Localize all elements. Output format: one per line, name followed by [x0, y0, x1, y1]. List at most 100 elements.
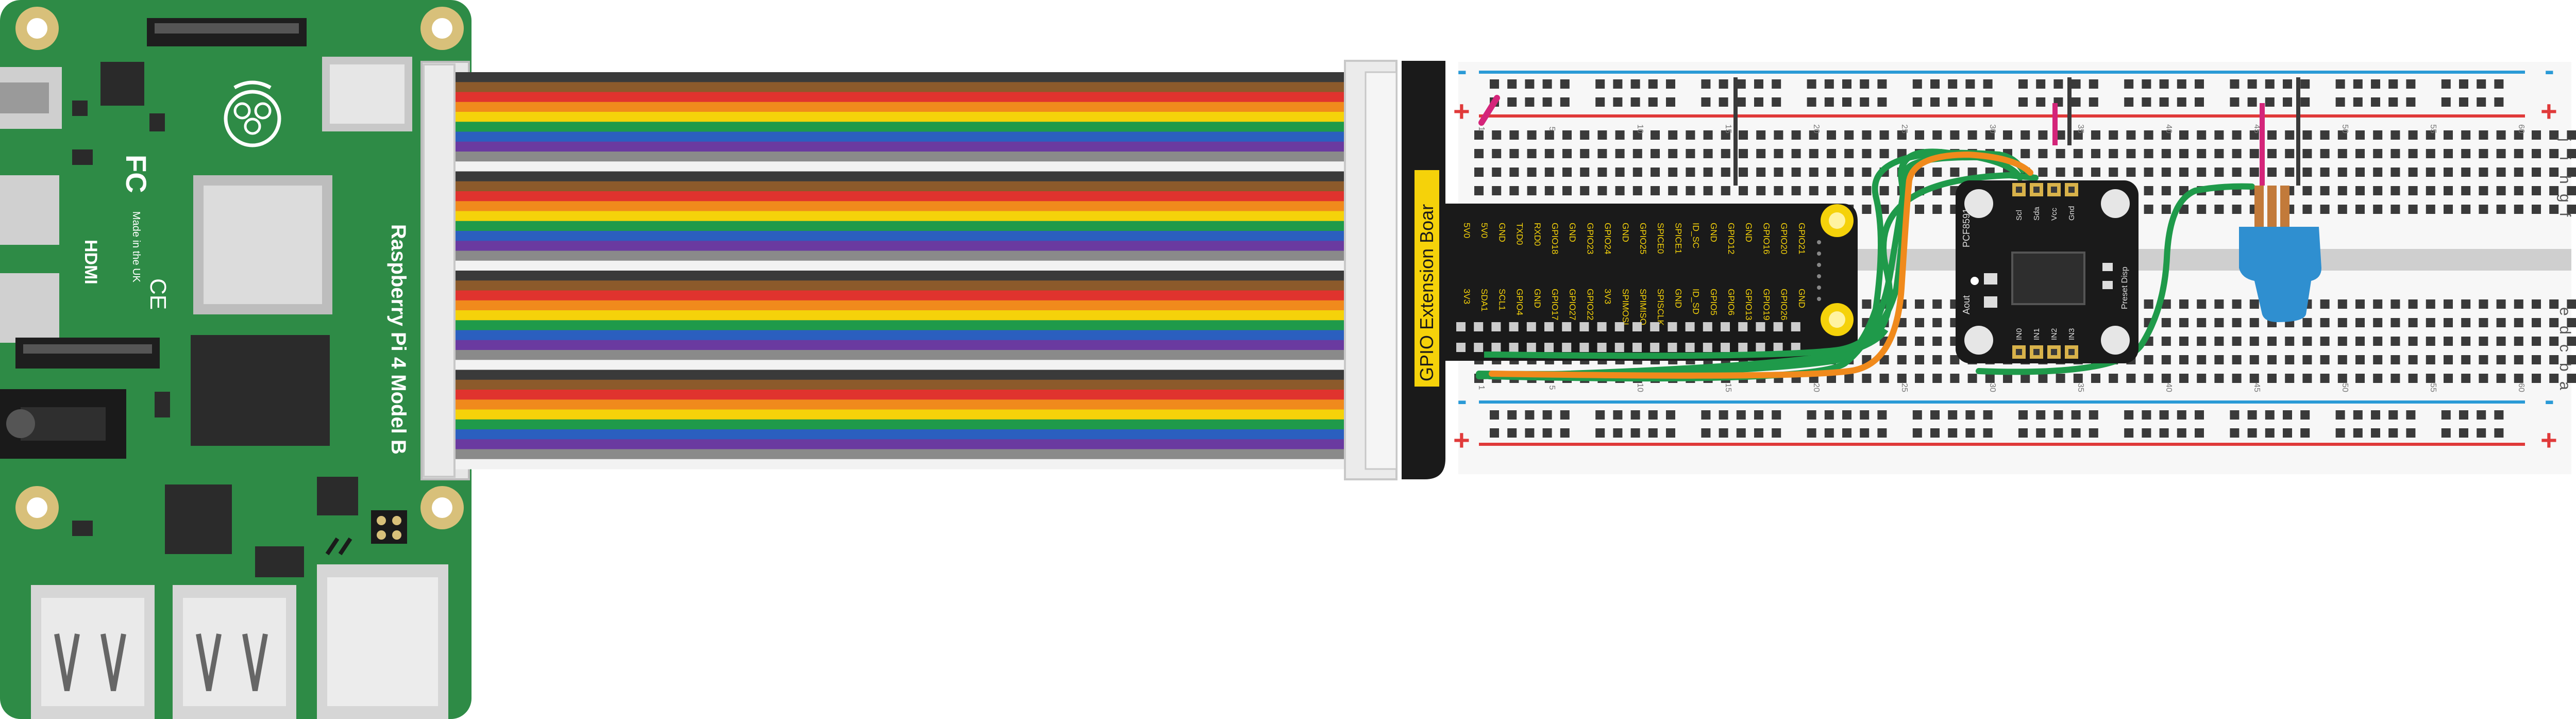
rail-hole	[1877, 97, 1887, 107]
adc-pin-label: Vcc	[2050, 207, 2059, 221]
breadboard-hole	[2426, 205, 2435, 214]
breadboard-hole	[2267, 130, 2277, 140]
breadboard-hole	[2144, 374, 2153, 383]
breadboard-hole	[2408, 355, 2418, 364]
rail-hole	[1666, 79, 1675, 89]
breadboard-hole	[2126, 130, 2136, 140]
rail-hole	[1560, 97, 1570, 107]
gpio-pin	[1668, 322, 1677, 331]
breadboard-hole	[2514, 186, 2523, 195]
breadboard-hole	[1686, 130, 1695, 140]
breadboard-hole	[2214, 149, 2224, 158]
rail-hole	[1842, 410, 1851, 420]
breadboard-hole	[2461, 337, 2471, 346]
rail-hole	[1824, 428, 1834, 438]
rail-hole	[1948, 410, 1958, 420]
rail-hole	[2177, 410, 2186, 420]
breadboard-hole	[2390, 168, 2400, 177]
row-letter: b	[2556, 363, 2573, 372]
ethernet-port	[317, 564, 448, 719]
rail-hole	[1490, 410, 1499, 420]
rail-hole	[1948, 428, 1958, 438]
ribbon-strand	[448, 310, 1350, 321]
breadboard-hole	[2161, 337, 2171, 346]
rail-hole	[1983, 97, 1993, 107]
rail-hole	[2265, 97, 2275, 107]
rail-hole	[1807, 428, 1816, 438]
breadboard-hole	[2496, 299, 2506, 309]
ribbon-strand	[448, 201, 1350, 211]
rail-hole	[2053, 410, 2063, 420]
rail-hole	[1560, 410, 1570, 420]
rail-hole	[1860, 97, 1870, 107]
breadboard-hole	[1580, 168, 1590, 177]
rail-hole	[1736, 79, 1746, 89]
rail-hole	[1877, 79, 1887, 89]
breadboard-hole	[1862, 299, 1872, 309]
gpio-pin-label: GPIO17	[1550, 289, 1560, 320]
rail-hole	[1965, 428, 1975, 438]
column-number: 5	[1547, 127, 1556, 131]
breadboard-hole	[1562, 149, 1572, 158]
ribbon-strand	[448, 102, 1350, 112]
rail-hole	[1719, 428, 1728, 438]
rail-hole	[2018, 97, 2028, 107]
breadboard-hole	[1915, 374, 1924, 383]
breadboard-hole	[1527, 168, 1537, 177]
breadboard-hole	[1791, 186, 1801, 195]
rail-hole	[2089, 97, 2098, 107]
rail-hole	[2477, 79, 2486, 89]
rail-hole	[2283, 97, 2292, 107]
breadboard-hole	[2038, 149, 2048, 158]
breadboard-hole	[2514, 168, 2523, 177]
breadboard-hole	[2549, 168, 2559, 177]
rail-hole	[1842, 97, 1851, 107]
gpio-pin	[1456, 322, 1466, 331]
row-letter: d	[2556, 326, 2573, 335]
breadboard-hole	[1632, 149, 1642, 158]
gpio-board-title: GPIO Extension Boar	[1416, 204, 1437, 381]
rail-hole	[2300, 428, 2310, 438]
column-number: 50	[2341, 383, 2349, 392]
rail-hole	[2353, 410, 2363, 420]
breadboard-hole	[1562, 168, 1572, 177]
rail-hole	[2441, 79, 2451, 89]
rail-hole	[1613, 97, 1623, 107]
breadboard-hole	[1651, 186, 1660, 195]
breadboard-hole	[1844, 374, 1854, 383]
breadboard-hole	[2179, 318, 2188, 327]
breadboard-hole	[2161, 130, 2171, 140]
rail-hole	[2247, 97, 2257, 107]
rail-hole	[1560, 79, 1570, 89]
gpio-pin	[1685, 322, 1695, 331]
rail-hole	[2195, 79, 2204, 89]
ribbon-strand	[448, 211, 1350, 222]
column-number: 45	[2252, 383, 2261, 392]
ribbon-strand	[448, 370, 1350, 380]
rail-hole	[1772, 410, 1781, 420]
breadboard-hole	[2496, 130, 2506, 140]
breadboard-hole	[1474, 149, 1484, 158]
breadboard-hole	[2302, 374, 2312, 383]
gpio-pin-label: TXD0	[1515, 223, 1525, 245]
ribbon-strand	[448, 221, 1350, 231]
gpio-pin	[1597, 343, 1607, 352]
poe-header	[371, 510, 407, 544]
rail-hole	[2371, 428, 2380, 438]
breadboard-hole	[2461, 318, 2471, 327]
rail-hole	[1648, 79, 1658, 89]
breadboard-hole	[2461, 168, 2471, 177]
ribbon-strand	[448, 439, 1350, 449]
gpio-pin-label: 5V0	[1479, 223, 1489, 238]
breadboard-hole	[2496, 186, 2506, 195]
rail-hole	[1965, 97, 1975, 107]
gpio-pin	[1579, 343, 1589, 352]
rail-hole	[2018, 410, 2028, 420]
adc-chip-label: PCF8591	[1961, 208, 1972, 247]
rail-hole	[2477, 97, 2486, 107]
raspberry-pi-board: HDMI FC Made in the UK CE Raspberry Pi 4…	[0, 0, 472, 719]
row-letter: c	[2556, 344, 2573, 352]
ribbon-strand	[448, 330, 1350, 341]
gpio-pin-headers	[1456, 240, 1821, 352]
